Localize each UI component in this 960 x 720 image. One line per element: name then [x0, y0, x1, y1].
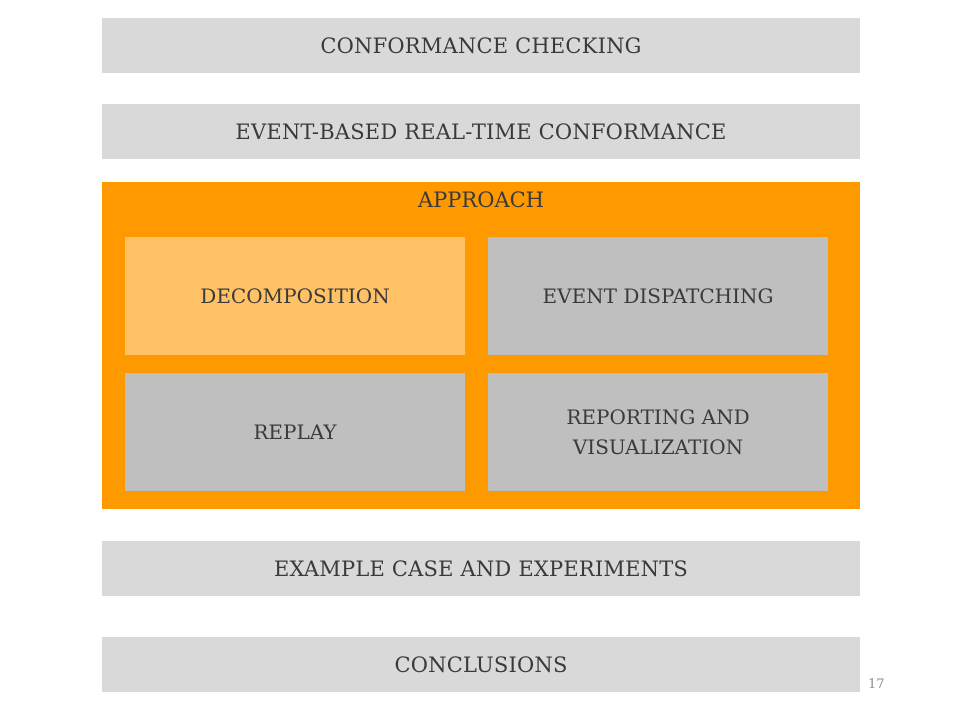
component-label: EVENT DISPATCHING: [542, 284, 774, 308]
page-number: 17: [868, 677, 885, 692]
component-replay: REPLAY: [125, 373, 465, 491]
component-decomposition: DECOMPOSITION: [125, 237, 465, 355]
outline-item-approach: APPROACH DECOMPOSITION EVENT DISPATCHING…: [102, 182, 860, 509]
component-event-dispatching: EVENT DISPATCHING: [488, 237, 828, 355]
approach-title: APPROACH: [418, 188, 544, 212]
outline-item-label: EVENT-BASED REAL-TIME CONFORMANCE: [235, 119, 727, 144]
outline-item-event-based-real-time-conformance: EVENT-BASED REAL-TIME CONFORMANCE: [102, 104, 860, 159]
component-reporting-and-visualization: REPORTING AND VISUALIZATION: [488, 373, 828, 491]
component-label: DECOMPOSITION: [200, 284, 390, 308]
outline-item-conformance-checking: CONFORMANCE CHECKING: [102, 18, 860, 73]
outline-item-conclusions: CONCLUSIONS: [102, 637, 860, 692]
outline-item-label: EXAMPLE CASE AND EXPERIMENTS: [273, 556, 688, 581]
outline-item-label: CONFORMANCE CHECKING: [320, 33, 642, 58]
outline-item-label: CONCLUSIONS: [394, 652, 568, 677]
component-label: REPORTING AND VISUALIZATION: [566, 405, 750, 459]
component-label: REPLAY: [253, 420, 337, 444]
outline-item-example-case-and-experiments: EXAMPLE CASE AND EXPERIMENTS: [102, 541, 860, 596]
